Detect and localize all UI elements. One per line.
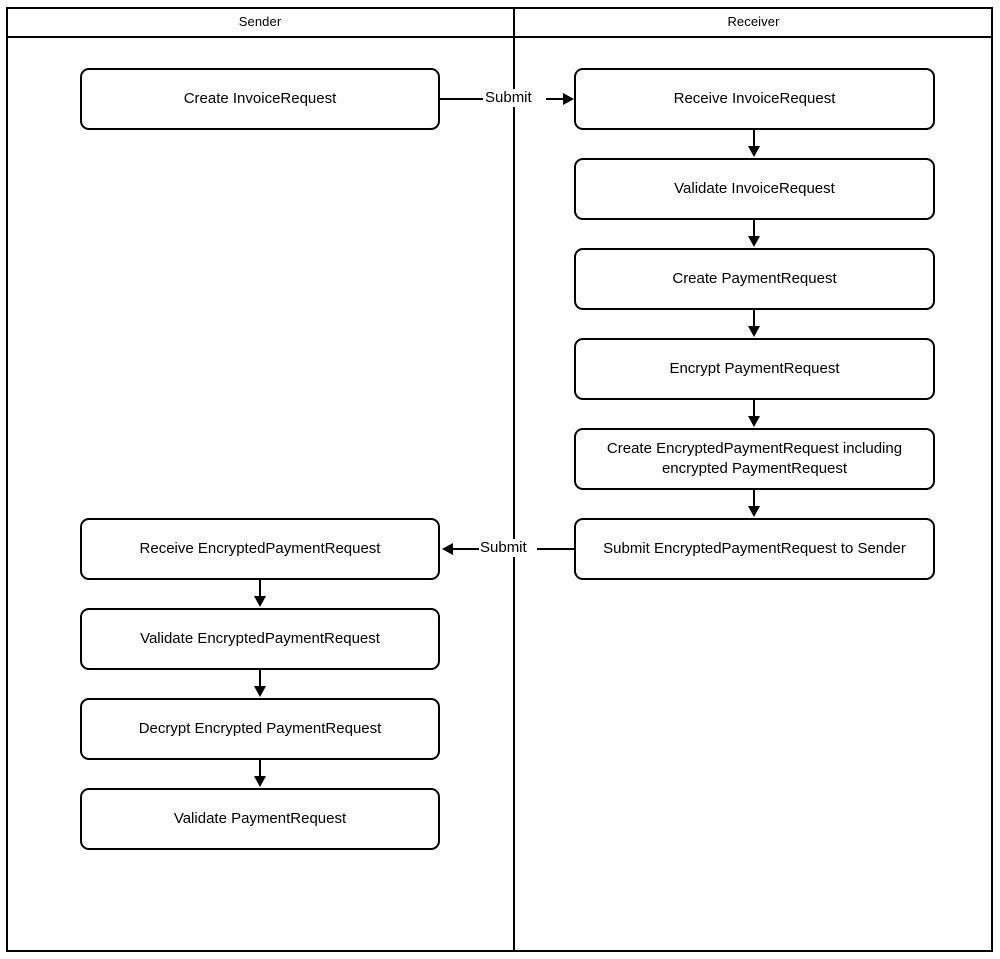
node-submit-encryptedpaymentrequest[interactable]: Submit EncryptedPaymentRequest to Sender (574, 518, 935, 580)
arrowhead-down-icon (748, 326, 760, 337)
node-label: Submit EncryptedPaymentRequest to Sender (603, 540, 906, 557)
edge-submit-invoicerequest-line-left (440, 98, 483, 100)
edge-n8-n9-line (259, 580, 261, 598)
node-decrypt-encrypted-paymentrequest[interactable]: Decrypt Encrypted PaymentRequest (80, 698, 440, 760)
node-create-encryptedpaymentrequest[interactable]: Create EncryptedPaymentRequest including… (574, 428, 935, 490)
edge-label-submit-encryptedpaymentrequest: Submit (478, 539, 529, 557)
edge-n2-n3-line (753, 130, 755, 148)
node-label: Receive InvoiceRequest (673, 90, 836, 107)
lane-divider (513, 7, 515, 952)
arrowhead-down-icon (254, 596, 266, 607)
node-label: Validate InvoiceRequest (674, 180, 835, 197)
edge-n4-n5-line (753, 310, 755, 328)
edge-n6-n7-line (753, 490, 755, 508)
edge-submit-encryptedpaymentrequest-line-right (537, 548, 574, 550)
node-validate-paymentrequest[interactable]: Validate PaymentRequest (80, 788, 440, 850)
node-label: Validate PaymentRequest (173, 810, 347, 827)
edge-submit-encryptedpaymentrequest-line-left (453, 548, 479, 550)
node-receive-invoicerequest[interactable]: Receive InvoiceRequest (574, 68, 935, 130)
edge-n5-n6-line (753, 400, 755, 418)
lane-header-sender: Sender (238, 14, 282, 29)
node-create-paymentrequest[interactable]: Create PaymentRequest (574, 248, 935, 310)
arrowhead-down-icon (254, 686, 266, 697)
node-label: Create PaymentRequest (672, 270, 837, 287)
node-validate-invoicerequest[interactable]: Validate InvoiceRequest (574, 158, 935, 220)
edge-submit-invoicerequest-line-right (546, 98, 568, 100)
node-encrypt-paymentrequest[interactable]: Encrypt PaymentRequest (574, 338, 935, 400)
lane-header-receiver: Receiver (727, 14, 780, 29)
edge-n3-n4-line (753, 220, 755, 238)
node-label: Validate EncryptedPaymentRequest (140, 630, 380, 647)
node-label: Decrypt Encrypted PaymentRequest (138, 720, 382, 737)
arrowhead-down-icon (748, 416, 760, 427)
edge-n10-n11-line (259, 760, 261, 778)
arrowhead-down-icon (254, 776, 266, 787)
node-label: Receive EncryptedPaymentRequest (139, 540, 381, 557)
swimlane-header-row: Sender Receiver (6, 7, 993, 38)
node-validate-encryptedpaymentrequest[interactable]: Validate EncryptedPaymentRequest (80, 608, 440, 670)
node-receive-encryptedpaymentrequest[interactable]: Receive EncryptedPaymentRequest (80, 518, 440, 580)
arrowhead-left-icon (442, 543, 453, 555)
node-label: Encrypt PaymentRequest (669, 360, 840, 377)
arrowhead-right-icon (563, 93, 574, 105)
arrowhead-down-icon (748, 236, 760, 247)
node-label: Create EncryptedPaymentRequest including… (606, 440, 903, 477)
node-create-invoicerequest[interactable]: Create InvoiceRequest (80, 68, 440, 130)
arrowhead-down-icon (748, 146, 760, 157)
node-label: Create InvoiceRequest (183, 90, 337, 107)
arrowhead-down-icon (748, 506, 760, 517)
edge-n9-n10-line (259, 670, 261, 688)
edge-label-submit-invoicerequest: Submit (483, 89, 534, 107)
